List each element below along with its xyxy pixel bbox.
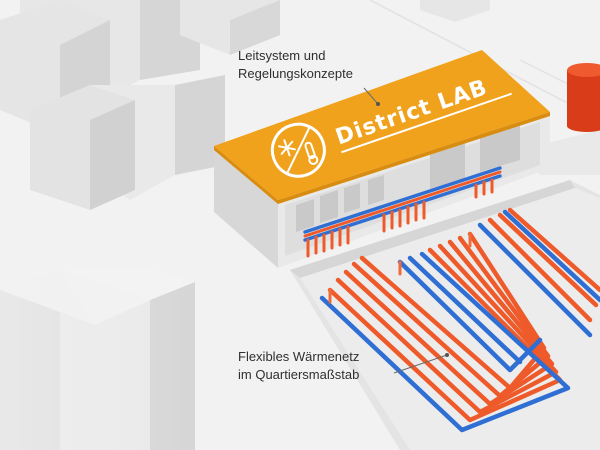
pipe-pit — [290, 180, 600, 450]
roof-icon-circle — [270, 122, 326, 178]
background-blocks — [0, 0, 490, 210]
snowflake-icon — [278, 139, 296, 157]
manifold-pipes — [303, 166, 502, 258]
callout-control-line2: Regelungskonzepte — [238, 66, 353, 81]
callout-dot-top — [376, 102, 380, 106]
callout-leaders — [363, 87, 448, 374]
callout-control-system: Leitsystem und Regelungskonzepte — [238, 47, 353, 83]
foreground-blocks — [0, 268, 200, 450]
roof — [214, 50, 550, 200]
callout-dot-bottom — [445, 353, 449, 357]
roof-title-underline — [341, 92, 512, 154]
callout-heat-network: Flexibles Wärmenetz im Quartiersmaßstab — [238, 348, 359, 384]
callout-network-line1: Flexibles Wärmenetz — [238, 349, 360, 364]
storage-tank — [567, 63, 600, 132]
thermometer-icon — [304, 141, 319, 165]
callout-control-line1: Leitsystem und — [238, 48, 326, 63]
heat-network-pipes — [319, 207, 600, 433]
callout-network-line2: im Quartiersmaßstab — [238, 367, 360, 382]
icon-divider — [286, 126, 311, 174]
